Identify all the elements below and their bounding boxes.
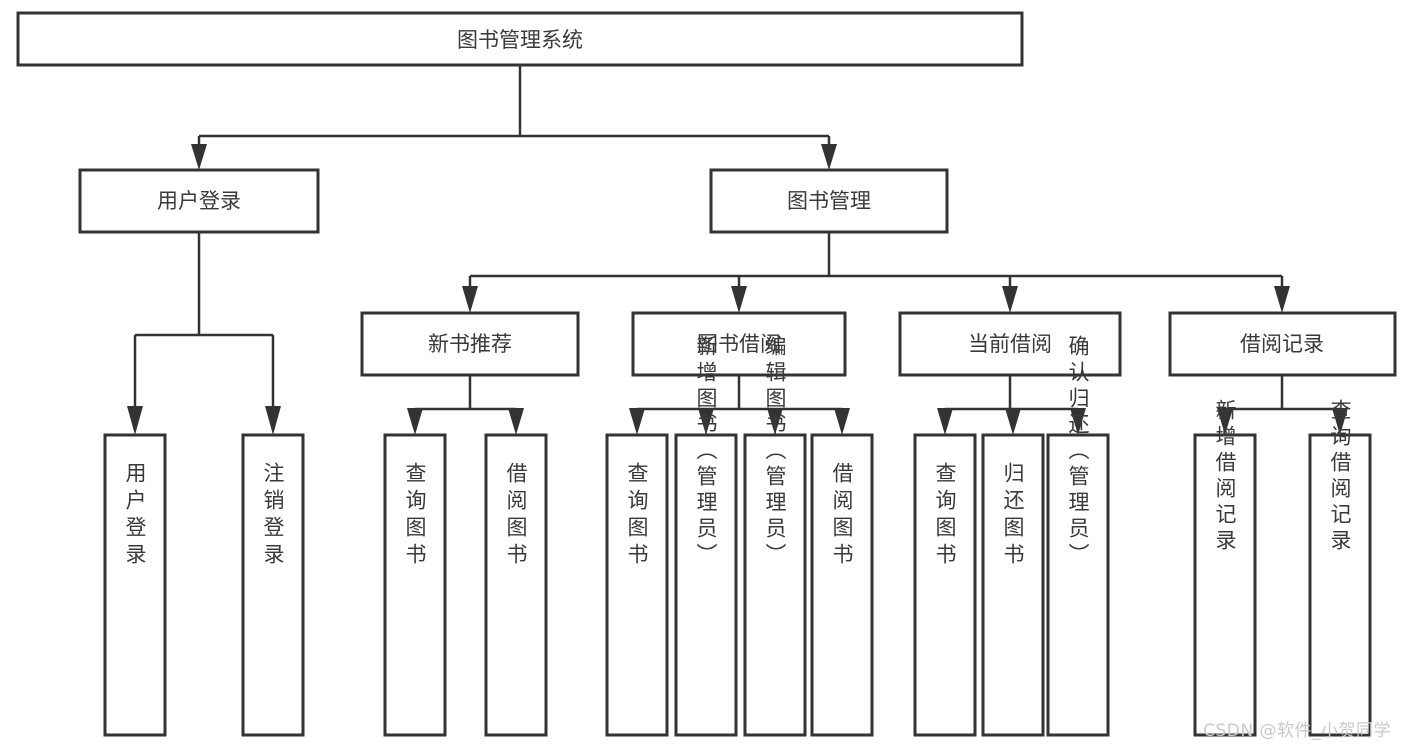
arrow-head-leaf-query-book-2	[629, 408, 645, 435]
node-leaf-add-book-box[interactable]	[674, 433, 738, 737]
node-leaf-query-book-3-box[interactable]	[913, 433, 977, 737]
node-leaf-query-book-1-label: 查询图书	[403, 462, 427, 570]
node-leaf-borrow-book-1-label: 借阅图书	[504, 462, 528, 570]
node-root[interactable]: 图书管理系统	[16, 11, 1024, 67]
arrow-head-current-borrow	[1002, 286, 1018, 313]
node-leaf-query-record-box[interactable]	[1308, 433, 1372, 737]
node-leaf-logout-login-label: 注销登录	[261, 462, 285, 570]
arrow-head-book-manage	[821, 144, 837, 170]
node-book-borrow[interactable]: 图书借阅	[631, 311, 847, 377]
node-root-label: 图书管理系统	[457, 28, 583, 52]
node-leaf-query-book-2-box[interactable]	[605, 433, 669, 737]
node-user-login-box[interactable]	[78, 168, 320, 234]
arrow-head-leaf-query-record	[1332, 408, 1348, 435]
arrow-head-new-book-recommend	[462, 286, 478, 313]
node-leaf-borrow-book-1-box[interactable]	[484, 433, 548, 737]
node-leaf-confirm-return-label: 确认归还（管理员）	[1066, 335, 1090, 569]
node-leaf-add-book-label: 新增图书（管理员）	[694, 335, 718, 569]
node-leaf-user-login-label: 用户登录	[123, 462, 147, 570]
arrow-head-leaf-query-book-1	[407, 408, 423, 435]
node-book-borrow-box[interactable]	[631, 311, 847, 377]
node-leaf-logout-login[interactable]: 注销登录	[241, 433, 305, 737]
connector-group-user-login	[127, 232, 281, 435]
arrow-head-user-login	[191, 144, 207, 170]
connector-group-book-borrow	[629, 375, 850, 435]
node-book-manage[interactable]: 图书管理	[709, 168, 949, 234]
node-user-login-label: 用户登录	[157, 189, 241, 213]
arrow-head-leaf-confirm-return	[1070, 408, 1086, 435]
connector-group-new-book-recommend	[407, 375, 524, 435]
node-book-borrow-label: 图书借阅	[697, 332, 781, 356]
arrow-head-leaf-logout-login	[265, 406, 281, 435]
arrow-head-leaf-edit-book	[767, 408, 783, 435]
node-user-login[interactable]: 用户登录	[78, 168, 320, 234]
node-leaf-borrow-book-2-label: 借阅图书	[830, 462, 854, 570]
arrow-head-book-borrow	[731, 286, 747, 313]
arrow-head-leaf-borrow-book-1	[508, 408, 524, 435]
node-borrow-record[interactable]: 借阅记录	[1168, 311, 1397, 377]
node-leaf-return-book[interactable]: 归还图书	[981, 433, 1045, 737]
node-leaf-query-book-3[interactable]: 查询图书	[913, 433, 977, 737]
node-leaf-query-record[interactable]: 查询借阅记录	[1308, 399, 1372, 737]
node-new-book-recommend-box[interactable]	[360, 311, 580, 377]
node-leaf-user-login[interactable]: 用户登录	[103, 433, 167, 737]
connector-group-book-manage	[462, 232, 1290, 313]
node-leaf-logout-login-box[interactable]	[241, 433, 305, 737]
arrow-head-leaf-add-record	[1217, 408, 1233, 435]
node-leaf-confirm-return-box[interactable]	[1046, 433, 1110, 737]
arrow-head-leaf-add-book	[698, 408, 714, 435]
node-book-manage-label: 图书管理	[787, 189, 871, 213]
node-current-borrow[interactable]: 当前借阅	[898, 311, 1122, 377]
node-book-manage-box[interactable]	[709, 168, 949, 234]
node-current-borrow-label: 当前借阅	[968, 332, 1052, 356]
node-leaf-borrow-book-1[interactable]: 借阅图书	[484, 433, 548, 737]
node-borrow-record-label: 借阅记录	[1240, 332, 1324, 356]
node-new-book-recommend-label: 新书推荐	[428, 332, 512, 356]
node-leaf-query-book-1-box[interactable]	[383, 433, 447, 737]
connector-group-current-borrow	[937, 375, 1086, 435]
node-leaf-query-book-1[interactable]: 查询图书	[383, 433, 447, 737]
connector-group-root	[191, 65, 837, 170]
arrow-head-leaf-query-book-3	[937, 408, 953, 435]
arrow-head-borrow-record	[1274, 286, 1290, 313]
node-leaf-return-book-box[interactable]	[981, 433, 1045, 737]
node-leaf-return-book-label: 归还图书	[1001, 462, 1025, 570]
node-leaf-query-book-2-label: 查询图书	[625, 462, 649, 570]
node-root-box[interactable]	[16, 11, 1024, 67]
arrow-head-leaf-return-book	[1005, 408, 1021, 435]
node-leaf-borrow-book-2[interactable]: 借阅图书	[810, 433, 874, 737]
node-leaf-edit-book[interactable]: 编辑图书（管理员）	[743, 335, 807, 737]
node-leaf-query-book-3-label: 查询图书	[933, 462, 957, 570]
node-leaf-add-record-box[interactable]	[1193, 433, 1257, 737]
node-leaf-edit-book-label: 编辑图书（管理员）	[763, 335, 787, 569]
node-leaf-user-login-box[interactable]	[103, 433, 167, 737]
node-leaf-query-book-2[interactable]: 查询图书	[605, 433, 669, 737]
node-borrow-record-box[interactable]	[1168, 311, 1397, 377]
node-leaf-add-record-label: 新增借阅记录	[1213, 399, 1237, 555]
node-leaf-confirm-return[interactable]: 确认归还（管理员）	[1046, 335, 1110, 737]
connector-group-borrow-record	[1217, 375, 1348, 435]
node-current-borrow-box[interactable]	[898, 311, 1122, 377]
node-leaf-edit-book-box[interactable]	[743, 433, 807, 737]
arrow-head-leaf-user-login	[127, 406, 143, 435]
node-leaf-query-record-label: 查询借阅记录	[1328, 399, 1352, 555]
node-new-book-recommend[interactable]: 新书推荐	[360, 311, 580, 377]
node-leaf-add-book[interactable]: 新增图书（管理员）	[674, 335, 738, 737]
node-leaf-borrow-book-2-box[interactable]	[810, 433, 874, 737]
node-leaf-add-record[interactable]: 新增借阅记录	[1193, 399, 1257, 737]
arrow-head-leaf-borrow-book-2	[834, 408, 850, 435]
